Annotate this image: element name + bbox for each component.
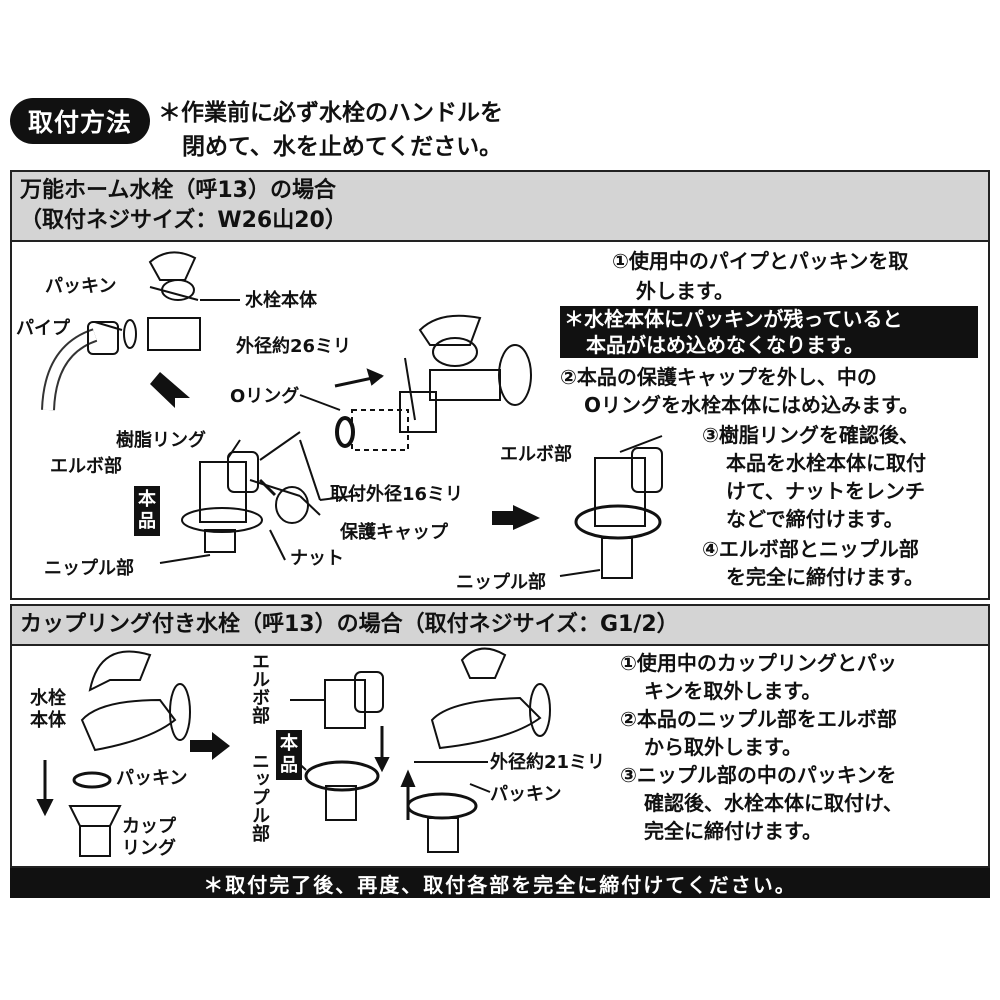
s2-label-faucet-body: 水栓 本体 bbox=[30, 688, 66, 732]
s3-nipple-packing-illustration bbox=[406, 792, 478, 820]
section-coupling-faucet: カップリング付き水栓（呼13）の場合（取付ネジサイズ：G1/2） bbox=[10, 604, 990, 868]
warning-line2: 本品がはめ込めなくなります。 bbox=[586, 333, 864, 357]
section1-title: 万能ホーム水栓（呼13）の場合 bbox=[20, 178, 336, 203]
section1-thread-size: （取付ネジサイズ：W26山20） bbox=[20, 208, 347, 233]
s2-elbow-illustration bbox=[324, 679, 366, 729]
s2-step3-line1: ③ニップル部の中のパッキンを bbox=[620, 763, 897, 787]
s2-faucet-body-illustration bbox=[80, 698, 177, 752]
label-mount-16mm: 取付外径16ミリ bbox=[330, 484, 464, 505]
o-ring-illustration bbox=[335, 416, 355, 448]
s1-step3-line2: 本品を水栓本体に取付 bbox=[726, 451, 926, 475]
s2-coupling-line1: カップ bbox=[122, 816, 176, 837]
s1-step3-line3: けて、ナットをレンチ bbox=[726, 479, 925, 503]
s1-step2-line1: ②本品の保護キャップを外し、中の bbox=[560, 365, 877, 389]
pre-note-line2: 閉めて、水を止めてください。 bbox=[182, 134, 503, 160]
footer-tighten-notice: ＊取付完了後、再度、取付各部を完全に締付けてください。 bbox=[10, 868, 990, 898]
label-nipple: ニップル部 bbox=[44, 558, 134, 579]
assembled-nipple-illustration bbox=[601, 537, 633, 579]
s3-faucet-body-illustration bbox=[430, 696, 542, 750]
label-nut: ナット bbox=[290, 548, 344, 569]
s1-step4-line1: ④エルボ部とニップル部 bbox=[702, 537, 919, 561]
protective-cap-illustration bbox=[275, 486, 309, 524]
s2-step1-line2: キンを取外します。 bbox=[644, 679, 822, 703]
faucet-stub-illustration bbox=[147, 317, 201, 351]
label-nipple-right: ニップル部 bbox=[456, 572, 546, 593]
s2-label-outer-21mm: 外径約21ミリ bbox=[490, 752, 606, 773]
faucet-body-illustration bbox=[429, 369, 501, 401]
s3-faucet-handle-illustration bbox=[460, 647, 507, 679]
s2-faucet-line1: 水栓 bbox=[30, 688, 66, 709]
s1-step1-line2: 外します。 bbox=[636, 279, 734, 303]
s2-coupling-illustration bbox=[68, 805, 122, 827]
s2-label-elbow: エルボ部 bbox=[249, 652, 270, 724]
o-ring-position-illustration bbox=[351, 409, 409, 451]
s2-step1-line1: ①使用中のカップリングとパッ bbox=[620, 651, 897, 675]
label-faucet-body: 水栓本体 bbox=[245, 290, 317, 311]
s2-step2-line1: ②本品のニップル部をエルボ部 bbox=[620, 707, 897, 731]
s1-step2-line2: Oリングを水栓本体にはめ込みます。 bbox=[584, 393, 920, 417]
nipple-part-illustration bbox=[204, 529, 236, 553]
warning-line1: ＊水栓本体にパッキンが残っていると bbox=[564, 307, 903, 331]
s1-step3-line1: ③樹脂リングを確認後、 bbox=[702, 423, 919, 447]
section2-header: カップリング付き水栓（呼13）の場合（取付ネジサイズ：G1/2） bbox=[12, 606, 988, 646]
s2-label-packing-right: パッキン bbox=[490, 784, 562, 805]
s2-packing-illustration bbox=[72, 771, 112, 789]
method-title-pill: 取付方法 bbox=[10, 98, 150, 144]
s1-warning-box: ＊水栓本体にパッキンが残っていると 本品がはめ込めなくなります。 bbox=[560, 306, 978, 358]
s1-step3-line4: などで締付けます。 bbox=[726, 507, 904, 531]
label-elbow: エルボ部 bbox=[50, 456, 122, 477]
section1-header: 万能ホーム水栓（呼13）の場合 （取付ネジサイズ：W26山20） bbox=[12, 172, 988, 242]
pre-note-line1: ＊作業前に必ず水栓のハンドルを bbox=[158, 100, 503, 126]
s2-step3-line3: 完全に締付けます。 bbox=[644, 819, 822, 843]
label-packing: パッキン bbox=[45, 276, 117, 297]
s2-product-tag: 本品 bbox=[276, 730, 302, 780]
assembled-tighten-arrow bbox=[574, 504, 662, 540]
s2-faucet-line2: 本体 bbox=[30, 710, 66, 731]
s2-arrow-right-icon bbox=[190, 732, 230, 760]
packing-small-illustration bbox=[123, 319, 137, 349]
label-outer-26mm: 外径約26ミリ bbox=[236, 336, 352, 357]
pipe-nut-illustration bbox=[87, 321, 119, 355]
s2-step3-line2: 確認後、水栓本体に取付け、 bbox=[644, 791, 903, 815]
label-o-ring: Oリング bbox=[230, 386, 300, 407]
resin-ring-illustration bbox=[227, 451, 259, 493]
arrow-down-right-icon bbox=[150, 372, 190, 408]
product-tag: 本品 bbox=[134, 486, 160, 536]
s2-faucet-handle-illustration bbox=[88, 650, 152, 692]
s1-step1-line1: ①使用中のパイプとパッキンを取 bbox=[612, 249, 909, 273]
s2-coupling-line2: リング bbox=[122, 838, 176, 859]
s2-step2-line2: から取外します。 bbox=[644, 735, 802, 759]
label-protective-cap: 保護キャップ bbox=[340, 522, 448, 543]
label-pipe: パイプ bbox=[16, 318, 70, 339]
s2-label-packing: パッキン bbox=[116, 768, 188, 789]
s2-label-nipple: ニップル部 bbox=[249, 752, 270, 842]
section-universal-faucet: 万能ホーム水栓（呼13）の場合 （取付ネジサイズ：W26山20） bbox=[10, 170, 990, 600]
arrow-right-icon bbox=[513, 505, 540, 530]
pre-work-note: ＊作業前に必ず水栓のハンドルを 閉めて、水を止めてください。 bbox=[158, 96, 503, 164]
s2-nipple-flange-illustration bbox=[304, 760, 380, 792]
s2-label-coupling: カップ リング bbox=[122, 816, 176, 860]
nipple-flange-illustration bbox=[181, 507, 263, 533]
s2-nipple-illustration bbox=[325, 785, 357, 821]
label-elbow-right: エルボ部 bbox=[500, 444, 572, 465]
faucet-handle-illustration bbox=[418, 314, 482, 346]
s1-step4-line2: を完全に締付けます。 bbox=[726, 565, 924, 589]
label-resin-ring: 樹脂リング bbox=[116, 430, 206, 451]
